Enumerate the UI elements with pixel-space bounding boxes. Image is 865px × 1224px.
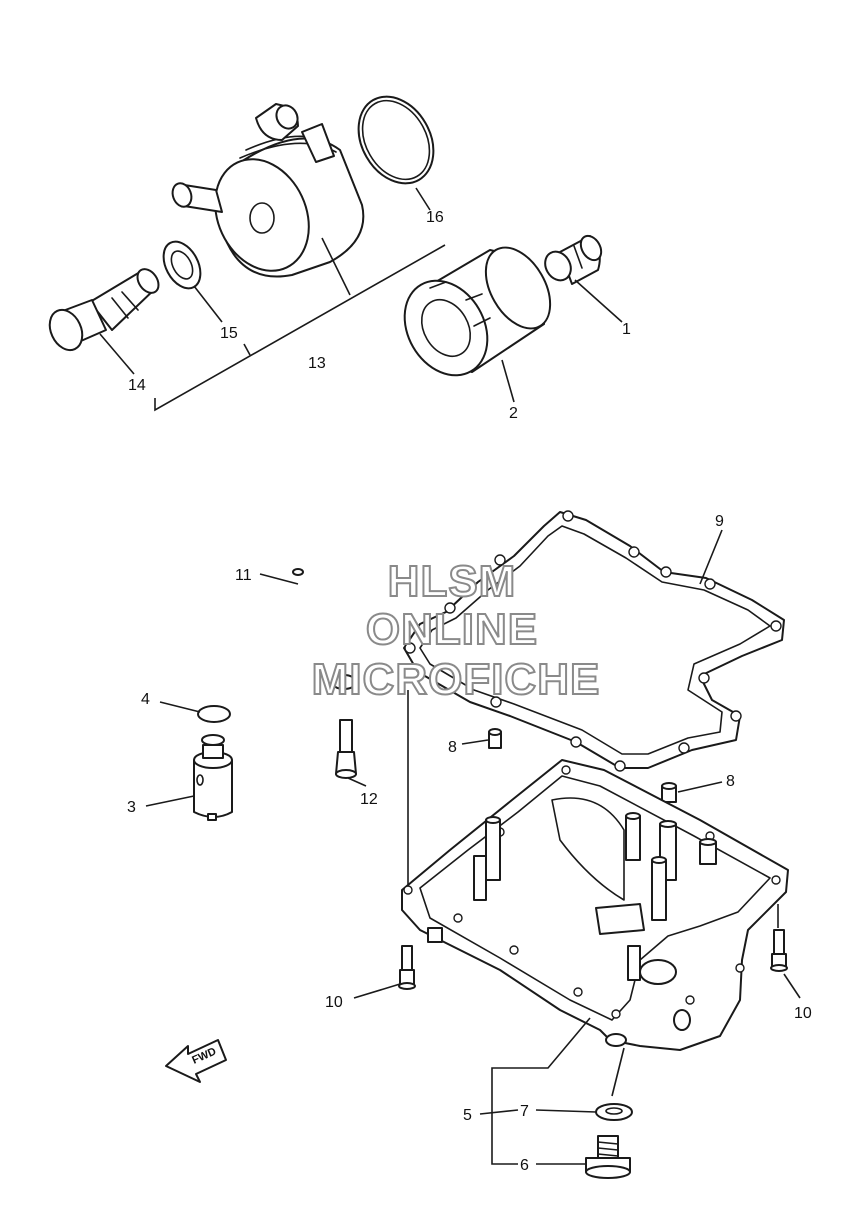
part-12-bolt[interactable] <box>335 719 357 779</box>
part-11-oil-pipe[interactable] <box>292 568 357 771</box>
callout-16: 16 <box>426 209 444 226</box>
callout-12: 12 <box>360 791 378 808</box>
watermark-line-1: HLSM <box>388 557 517 606</box>
part-1-fitting[interactable] <box>540 232 605 285</box>
watermark-line-3: MICROFICHE <box>312 655 601 704</box>
callout-11: 11 <box>235 567 252 584</box>
part-7-washer[interactable] <box>595 1103 633 1121</box>
part-4-o-ring[interactable] <box>197 705 231 723</box>
callout-10-right: 10 <box>794 1005 812 1022</box>
part-3-relief-valve[interactable] <box>193 734 233 821</box>
part-oil-cooler[interactable] <box>169 102 365 287</box>
part-oil-pan[interactable] <box>401 759 789 1051</box>
lower-right-leader-lines <box>353 529 801 1165</box>
part-10-bolt-left[interactable] <box>398 945 416 990</box>
fwd-arrow-icon: FWD <box>165 1039 227 1083</box>
watermark-line-2: ONLINE <box>366 605 538 654</box>
watermark: HLSM ONLINE MICROFICHE <box>311 556 601 705</box>
callout-8-right: 8 <box>726 773 735 790</box>
callout-1: 1 <box>622 321 631 338</box>
callout-3: 3 <box>127 799 136 816</box>
callout-10-left: 10 <box>325 994 343 1011</box>
upper-leader-lines <box>99 187 623 412</box>
callout-6: 6 <box>520 1157 529 1174</box>
part-6-drain-plug[interactable] <box>585 1135 631 1179</box>
part-16-o-ring[interactable] <box>344 83 449 197</box>
part-14-union-bolt[interactable] <box>44 265 163 355</box>
callout-4: 4 <box>141 691 150 708</box>
part-10-bolt-right[interactable] <box>770 929 788 972</box>
lower-left-leader-lines <box>145 573 367 807</box>
callout-8-left: 8 <box>448 739 457 756</box>
part-8-dowel-pin-left[interactable] <box>488 728 502 749</box>
callout-13: 13 <box>308 355 326 372</box>
callout-7: 7 <box>520 1103 529 1120</box>
callout-2: 2 <box>509 405 518 422</box>
callout-5: 5 <box>463 1107 472 1124</box>
callout-14: 14 <box>128 377 146 394</box>
part-2-oil-filter[interactable] <box>388 236 563 390</box>
part-8-dowel-pin-right[interactable] <box>661 782 677 803</box>
callout-9: 9 <box>715 513 724 530</box>
part-9-gasket[interactable] <box>403 510 785 772</box>
part-15-washer[interactable] <box>156 235 208 294</box>
callout-15: 15 <box>220 325 238 342</box>
